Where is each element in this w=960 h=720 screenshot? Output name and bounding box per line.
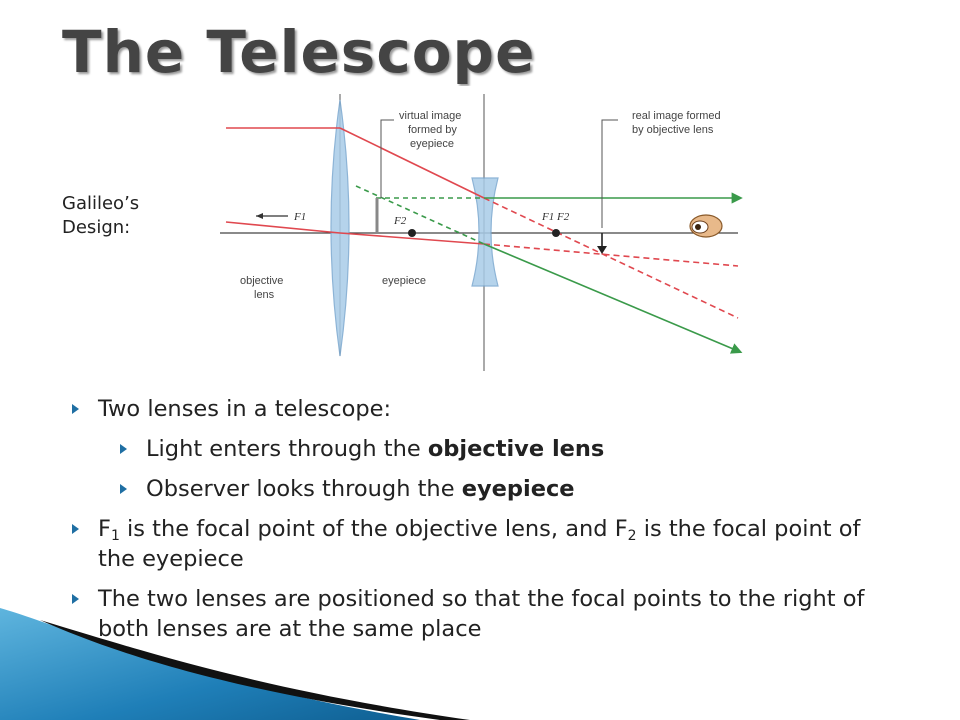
virtual-image-label-2: formed by (408, 124, 457, 136)
f1-left-label: F1 (293, 211, 306, 223)
bullet-list: Two lenses in a telescope: Light enters … (72, 394, 892, 654)
virtual-image-label-1: virtual image (399, 110, 461, 122)
f2-left-label: F2 (393, 215, 407, 227)
bullet-item: Two lenses in a telescope: (72, 394, 892, 424)
bullet-arrow-icon (72, 594, 79, 604)
bullet-arrow-icon (72, 404, 79, 414)
objective-lens (330, 99, 350, 357)
f1f2-right-label: F1 F2 (541, 211, 570, 223)
real-image-label-2: by objective lens (632, 124, 714, 136)
subscript-2: 2 (627, 528, 637, 544)
bullet-text: The two lenses are positioned so that th… (98, 586, 865, 642)
bullet-arrow-icon (72, 524, 79, 534)
sub-bullet-item: Light enters through the objective lens (120, 434, 892, 464)
side-label-line2: Design: (62, 217, 131, 238)
slide-title: The Telescope (62, 18, 536, 86)
green-ray-lower (483, 243, 743, 354)
objective-lens-term: objective lens (427, 436, 605, 462)
objective-label-1: objective (240, 275, 283, 287)
sub-bullet-text: Observer looks through the (146, 476, 462, 502)
virtual-image-label-3: eyepiece (410, 138, 454, 150)
red-ray-refracted-top (339, 127, 485, 199)
virtual-image-callout (380, 119, 394, 198)
red-ray-in-lower (225, 221, 341, 234)
green-ray-lower-dashed (355, 185, 485, 245)
bullet-arrow-icon (120, 484, 127, 494)
objective-label-2: lens (254, 289, 275, 301)
real-image-callout (601, 119, 618, 228)
galileo-design-label: Galileo’s Design: (62, 192, 139, 240)
sub-bullet-item: Observer looks through the eyepiece (120, 474, 892, 504)
focal-point-f1f2-right (552, 229, 560, 237)
focal-point-f2-left (408, 229, 416, 237)
bullet-text: Two lenses in a telescope: (98, 396, 392, 422)
real-image-label-1: real image formed (632, 110, 721, 122)
bullet-item: F1 is the focal point of the objective l… (72, 514, 892, 574)
subscript-1: 1 (110, 528, 120, 544)
side-label-line1: Galileo’s (62, 193, 140, 214)
bullet-text-end: is the focal point of the eyepiece (98, 516, 861, 572)
bullet-arrow-icon (120, 444, 127, 454)
eyepiece-term: eyepiece (461, 476, 575, 502)
bullet-text-mid: is the focal point of the objective lens… (119, 516, 628, 542)
bullet-item: The two lenses are positioned so that th… (72, 584, 892, 644)
red-ray-dashed-lower (483, 243, 739, 267)
telescope-diagram: virtual image formed by eyepiece real im… (216, 86, 746, 376)
red-ray-dashed-top (483, 197, 739, 319)
red-ray-refracted-lower (339, 232, 485, 245)
bullet-text-f: F (98, 516, 111, 542)
decorative-swoosh (0, 608, 470, 720)
eyepiece-label: eyepiece (382, 275, 426, 287)
eye-icon (689, 214, 723, 238)
eyepiece-lens (471, 177, 499, 287)
sub-bullet-text: Light enters through the (146, 436, 428, 462)
